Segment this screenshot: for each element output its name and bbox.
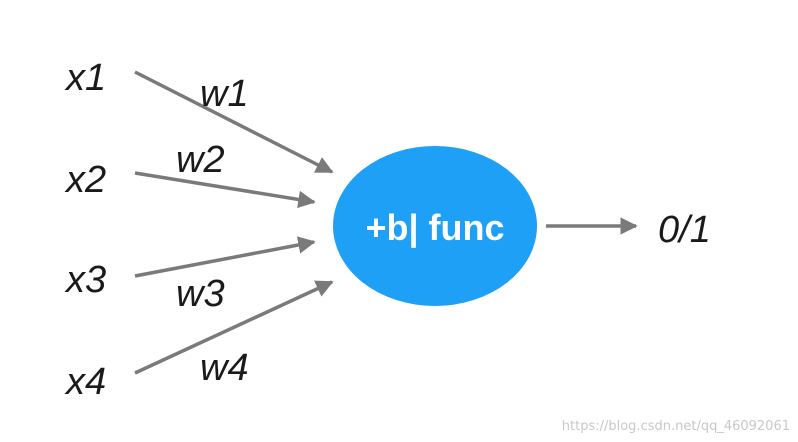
input-label-x2: x2 — [64, 159, 106, 201]
input-label-x1: x1 — [64, 57, 106, 99]
input-label-x4: x4 — [64, 361, 106, 403]
input-label-x3: x3 — [64, 259, 106, 301]
neuron-node — [333, 146, 537, 306]
edge-x2 — [134, 171, 316, 209]
edge-x3 — [134, 236, 316, 278]
weight-label-w4: w4 — [200, 347, 249, 389]
edge-x4 — [134, 280, 334, 375]
watermark-text: https://blog.csdn.net/qq_46092061 — [562, 419, 790, 434]
neuron-node-label: +b| func — [365, 207, 504, 249]
weight-label-w2: w2 — [176, 139, 225, 181]
edge-x1 — [134, 70, 334, 174]
output-label: 0/1 — [658, 209, 711, 251]
weight-label-w1: w1 — [200, 73, 249, 115]
weight-label-w3: w3 — [176, 273, 225, 315]
